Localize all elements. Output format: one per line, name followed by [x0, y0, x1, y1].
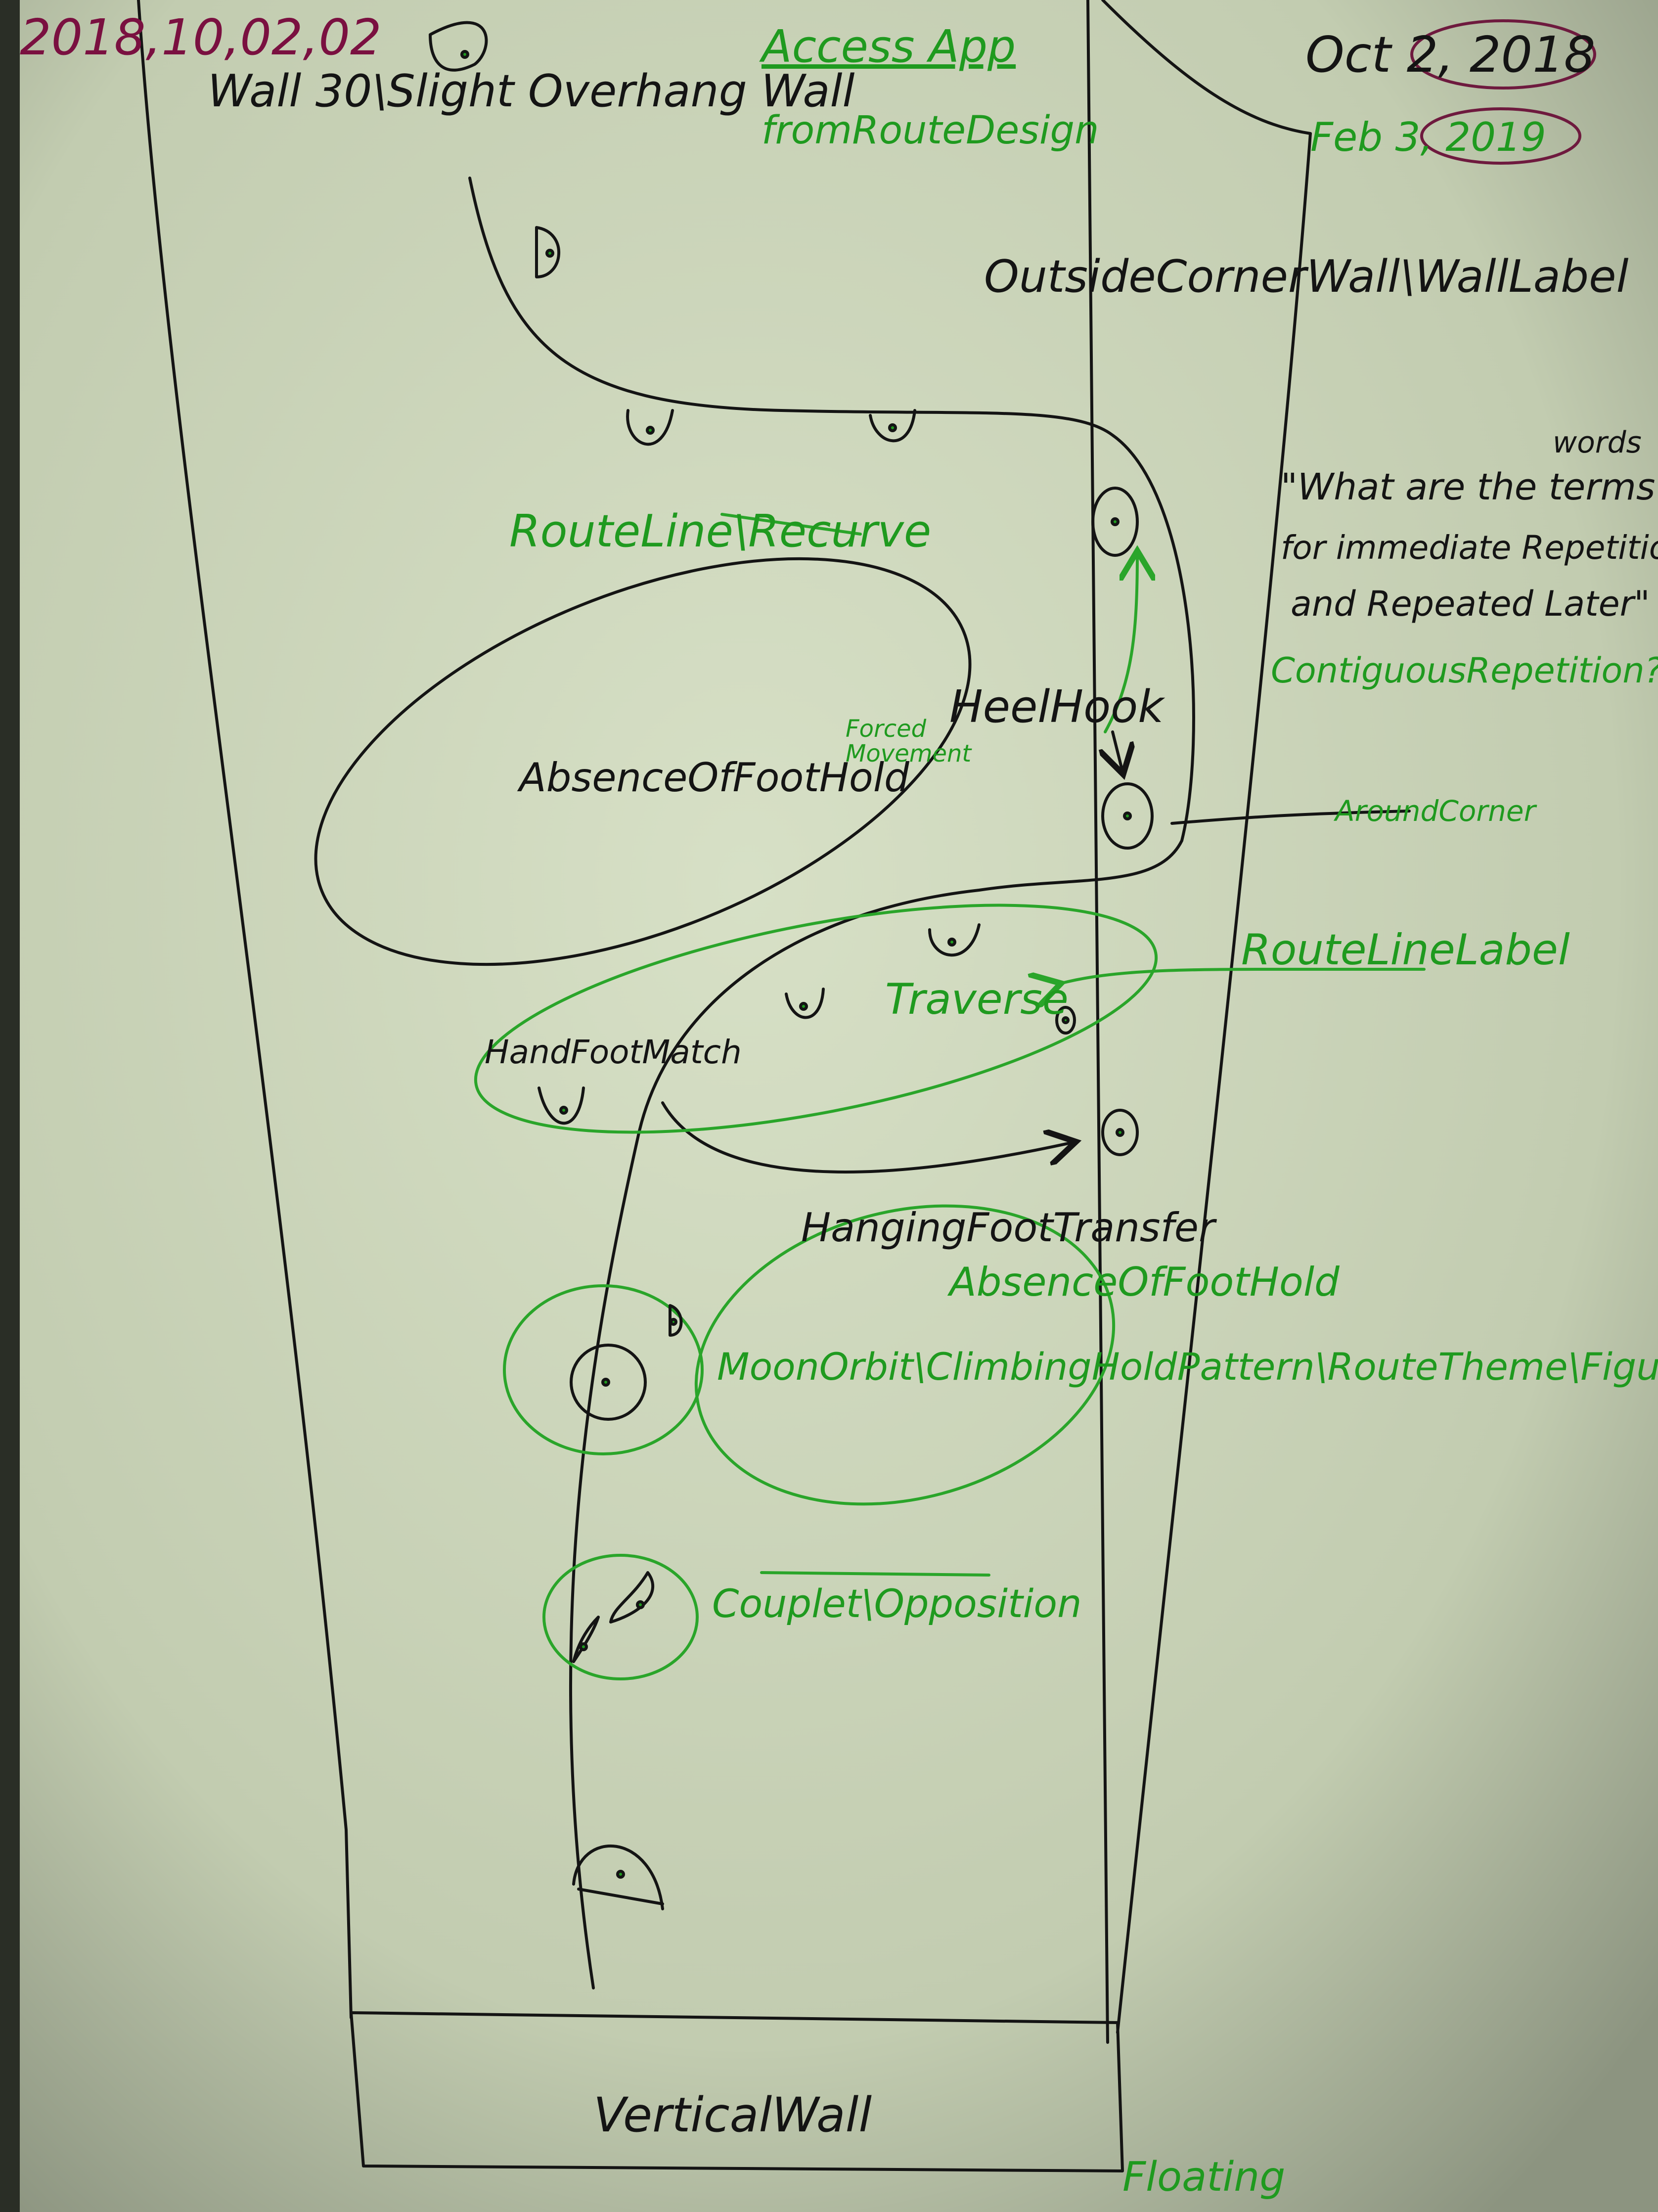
- question-line-3: and Repeated Later": [1291, 584, 1650, 624]
- hold-6: [1101, 782, 1154, 850]
- hold-10: [538, 1086, 585, 1125]
- route-line-label: RouteLineLabel: [1241, 925, 1570, 975]
- hold-15: [572, 1616, 600, 1663]
- heel-hook-label: HeelHook: [949, 681, 1165, 733]
- date-top-right-secondary: Feb 3, 2019: [1310, 114, 1546, 160]
- date-top-left: 2018,10,02,02: [20, 8, 382, 66]
- hanging-foot-transfer-label: HangingFootTransfer: [801, 1205, 1217, 1251]
- date-top-right: Oct 2, 2018: [1305, 26, 1595, 84]
- hold-3: [626, 409, 674, 446]
- question-line-1: "What are the terms: [1281, 466, 1655, 508]
- around-corner-label: AroundCorner: [1333, 794, 1537, 828]
- absence-foothold-ellipse: [314, 557, 972, 966]
- hold-4: [869, 409, 916, 443]
- hold-12: [669, 1304, 683, 1337]
- hold-2: [535, 226, 561, 278]
- hold-7: [928, 923, 981, 957]
- hold-13: [570, 1344, 647, 1421]
- hold-11: [1101, 1109, 1139, 1156]
- date-oval-1: [1410, 19, 1596, 90]
- hold-16: [572, 1845, 664, 1910]
- floating-label: Floating: [1122, 2154, 1285, 2201]
- label-connectors: [720, 513, 1426, 1577]
- access-app-label: Access App: [759, 21, 1016, 73]
- route-line-recurve-label: RouteLine\Recurve: [509, 505, 931, 557]
- traverse-label: Traverse: [885, 975, 1069, 1024]
- hold-5: [1091, 487, 1139, 557]
- hold-14: [609, 1571, 655, 1624]
- moon-orbit-label: MoonOrbit\ClimbingHoldPattern\RouteTheme…: [717, 1345, 1658, 1389]
- green-ellipses: [474, 903, 1158, 1680]
- vertical-wall-label: VerticalWall: [593, 2087, 872, 2143]
- hold-8: [785, 988, 825, 1019]
- outside-corner-label: OutsideCornerWall\WallLabel: [984, 251, 1628, 303]
- couplet-label: Couplet\Opposition: [712, 1582, 1082, 1626]
- question-line-2: for immediate Repetition: [1281, 529, 1658, 567]
- from-route-design-label: fromRouteDesign: [762, 108, 1099, 153]
- question-line-4: ContiguousRepetition?: [1271, 650, 1658, 691]
- date-oval-2: [1420, 107, 1581, 165]
- hand-foot-match-label: HandFootMatch: [485, 1033, 742, 1071]
- climbing-holds: [429, 21, 1154, 1910]
- question-extra-word: words: [1553, 425, 1642, 460]
- absence-foothold-label: AbsenceOfFootHold: [517, 755, 910, 801]
- forced-movement-label-2: Movement: [846, 740, 972, 767]
- absence-foothold-green-label: AbsenceOfFootHold: [947, 1259, 1340, 1305]
- forced-movement-label-1: Forced: [846, 715, 927, 743]
- dark-left-edge: [0, 0, 20, 2212]
- hold-1: [429, 21, 488, 72]
- wall-outline: [137, 0, 1312, 2172]
- wall-title: Wall 30\Slight Overhang Wall: [208, 65, 855, 117]
